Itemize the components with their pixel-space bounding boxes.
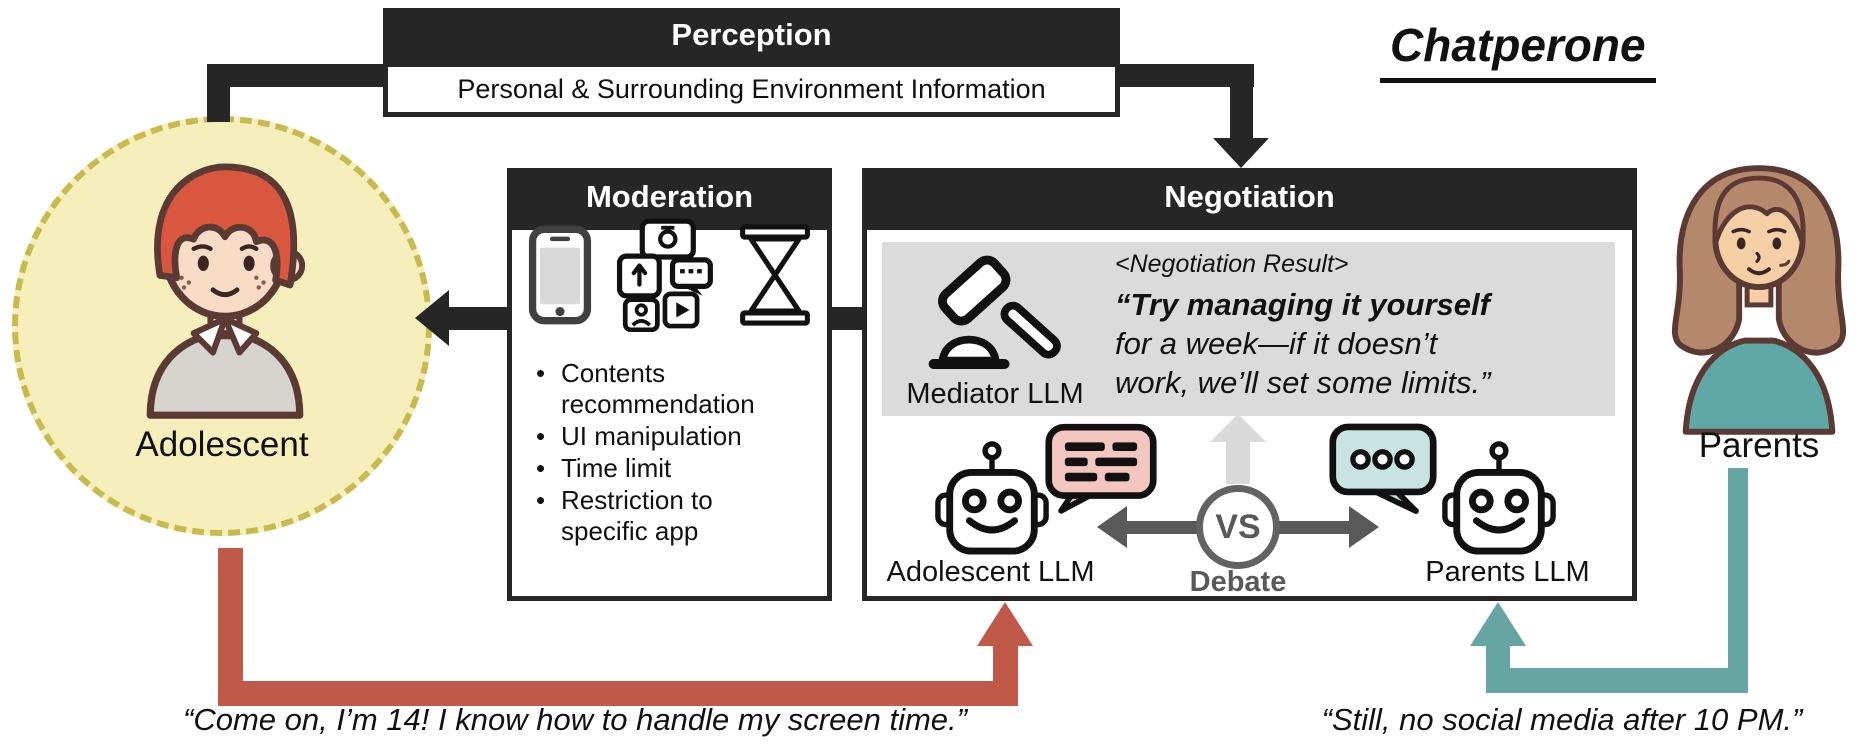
mediator-llm-label: Mediator LLM <box>906 378 1084 410</box>
debate-right-arrowhead <box>1349 506 1379 548</box>
adolescent-robot-icon <box>935 441 1049 555</box>
up-arrow-icon <box>1210 414 1266 442</box>
moderation-bullet: Restriction to specific app <box>534 485 798 547</box>
perception-to-negotiation-connector-h <box>1118 64 1254 87</box>
negotiation-result-line: work, we’ll set some limits.” <box>1115 365 1491 400</box>
adolescent-feedback-arrow-v1 <box>218 548 243 706</box>
parents-robot-icon <box>1442 441 1556 555</box>
parents-quote: “Still, no social media after 10 PM.” <box>1321 702 1803 737</box>
moderation-bullet: Time limit <box>534 453 798 484</box>
vs-badge: VS <box>1196 485 1280 569</box>
adolescent-feedback-arrow-h <box>218 681 1018 706</box>
negotiation-result-text: <Negotiation Result> “Try managing it yo… <box>1115 250 1615 402</box>
moderation-header: Moderation <box>507 168 832 225</box>
negotiation-result-line: “Try managing it yourself <box>1115 287 1490 322</box>
adolescent-quote: “Come on, I’m 14! I know how to handle m… <box>183 702 967 737</box>
hourglass-icon <box>740 224 810 326</box>
parents-feedback-arrow-v1 <box>1728 468 1748 693</box>
negotiation-result-title: <Negotiation Result> <box>1115 250 1349 278</box>
chat-bubble-lines-icon <box>1045 423 1157 514</box>
parents-avatar <box>1671 165 1847 435</box>
debate-left-arrowhead <box>1097 506 1127 548</box>
adolescent-feedback-arrow-v2 <box>993 644 1018 706</box>
adolescent-label: Adolescent <box>135 425 309 464</box>
moderation-bullet: UI manipulation <box>534 421 798 452</box>
gavel-icon <box>928 255 1061 370</box>
adolescent-to-perception-connector-h <box>207 64 385 87</box>
perception-to-negotiation-arrowhead <box>1213 138 1269 168</box>
adolescent-avatar <box>146 163 306 419</box>
adolescent-llm-label: Adolescent LLM <box>886 556 1095 588</box>
parents-feedback-arrow-v2 <box>1486 644 1510 684</box>
perception-header: Perception <box>383 8 1120 62</box>
parents-feedback-arrow-h <box>1486 668 1748 693</box>
moderation-feature-list: Contents recommendation UI manipulation … <box>534 358 798 548</box>
negotiation-header: Negotiation <box>862 168 1637 225</box>
smartphone-icon <box>528 225 592 325</box>
negotiation-result-line: for a week—if it doesn’t <box>1115 326 1438 361</box>
media-apps-icon <box>616 218 713 332</box>
negotiation-to-moderation-connector <box>830 307 867 330</box>
moderation-bullet: Contents recommendation <box>534 358 798 420</box>
app-title: Chatperone <box>1380 18 1656 83</box>
perception-description: Personal & Surrounding Environment Infor… <box>383 62 1120 117</box>
up-arrow-shaft <box>1226 440 1250 484</box>
perception-to-negotiation-connector-v <box>1230 64 1253 140</box>
moderation-to-adolescent-arrowhead <box>415 290 449 346</box>
adolescent-feedback-arrowhead <box>977 602 1033 646</box>
moderation-to-adolescent-arrow-shaft <box>447 307 509 330</box>
adolescent-to-perception-connector-v <box>207 64 230 122</box>
debate-label: Debate <box>1189 566 1287 598</box>
chat-bubble-dots-icon <box>1329 423 1437 514</box>
parents-llm-label: Parents LLM <box>1425 556 1590 588</box>
parents-label: Parents <box>1698 426 1820 465</box>
parents-feedback-arrowhead <box>1470 602 1526 646</box>
